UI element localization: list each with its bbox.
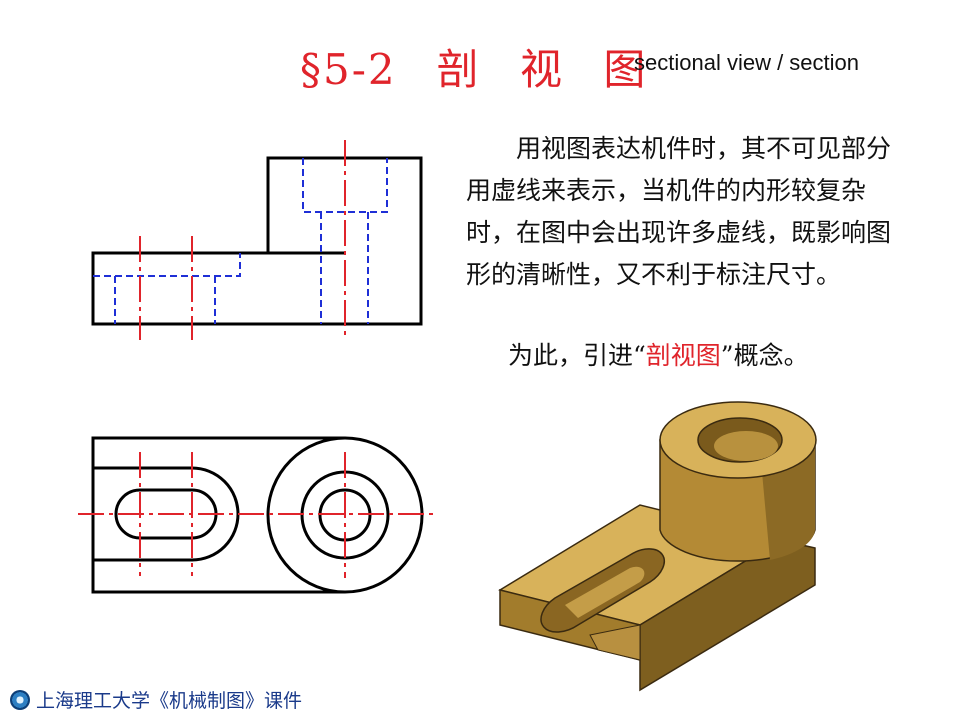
footer-text: 上海理工大学《机械制图》课件 <box>36 690 303 712</box>
body-paragraph: 用视图表达机件时，其不可见部分用虚线来表示，当机件的内形较复杂时，在图中会出现许… <box>466 128 906 296</box>
boss-circle-left-arc <box>266 436 346 594</box>
front-view-hidden-lines <box>93 158 388 324</box>
isometric-part-illustration <box>498 401 817 692</box>
front-view-drawing <box>91 140 423 340</box>
top-view-drawing <box>78 436 435 594</box>
body-paragraph-text: 用视图表达机件时，其不可见部分用虚线来表示，当机件的内形较复杂时，在图中会出现许… <box>466 134 892 289</box>
concept-term: 剖视图 <box>645 341 721 370</box>
top-view-outline <box>91 436 424 594</box>
concept-paragraph-lead: 为此，引进“ <box>508 341 646 370</box>
footer: 上海理工大学《机械制图》课件 <box>10 686 302 713</box>
slide-title: §5-2 剖 视 图 <box>300 36 659 97</box>
concept-paragraph-tail: ”概念。 <box>720 341 809 370</box>
title-chinese: 剖 视 图 <box>436 45 660 94</box>
university-seal-icon <box>10 689 30 710</box>
concept-paragraph: 为此，引进“剖视图”概念。 <box>508 336 809 372</box>
front-view-outline <box>91 156 423 326</box>
top-view-centerlines <box>78 452 435 578</box>
front-view-centerlines <box>139 140 346 340</box>
section-number: §5-2 <box>300 45 397 94</box>
slide-subtitle: sectional view / section <box>634 50 859 75</box>
